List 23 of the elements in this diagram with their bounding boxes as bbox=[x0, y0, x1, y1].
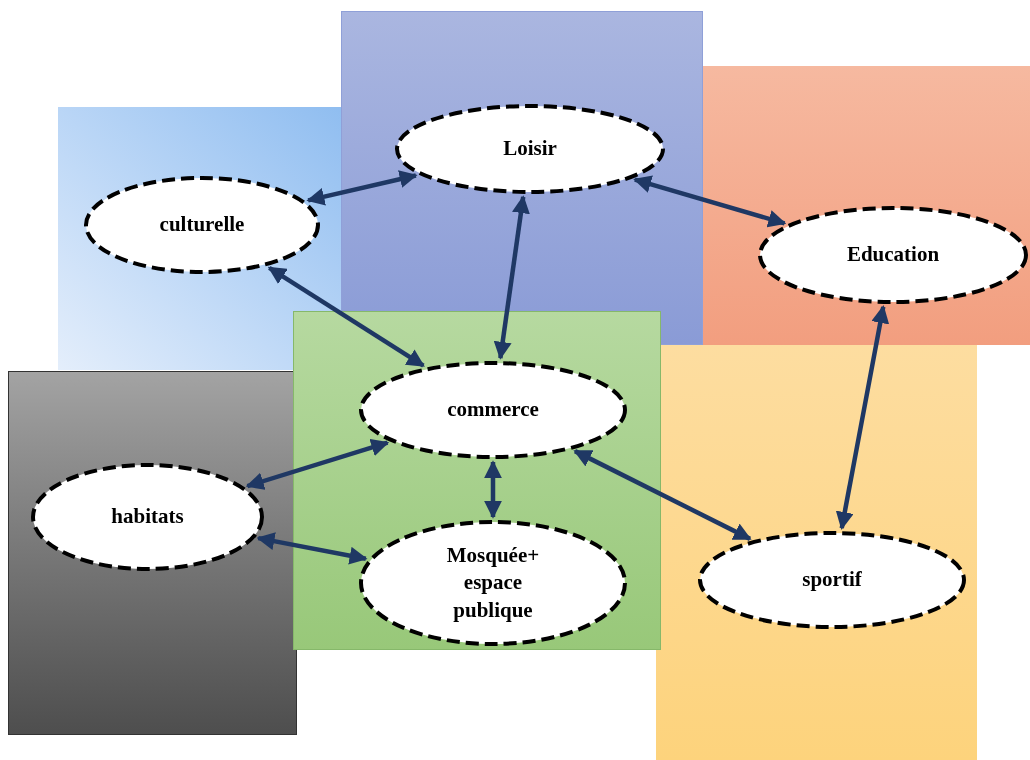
double-arrow bbox=[306, 170, 418, 206]
double-arrow bbox=[267, 265, 425, 368]
dashed-ellipse bbox=[394, 103, 666, 195]
double-arrow bbox=[835, 305, 890, 530]
node-label: Mosquée+ espace publique bbox=[445, 542, 541, 624]
double-arrow bbox=[484, 460, 502, 519]
double-arrow bbox=[573, 449, 752, 541]
double-arrow bbox=[633, 175, 787, 228]
node-label: Education bbox=[846, 241, 940, 269]
double-arrow bbox=[256, 532, 368, 565]
node-label: habitats bbox=[111, 503, 184, 531]
dashed-ellipse bbox=[30, 462, 265, 572]
node-label: Loisir bbox=[503, 135, 557, 163]
node-label: commerce bbox=[447, 396, 539, 424]
dashed-ellipse bbox=[757, 205, 1029, 305]
node-label: sportif bbox=[802, 566, 862, 594]
double-arrow bbox=[245, 438, 390, 490]
node-label: culturelle bbox=[159, 211, 245, 239]
dashed-ellipse bbox=[697, 530, 967, 630]
dashed-ellipse bbox=[358, 360, 628, 460]
dashed-ellipse bbox=[358, 519, 628, 647]
dashed-ellipse bbox=[83, 175, 321, 275]
double-arrow bbox=[493, 195, 530, 360]
